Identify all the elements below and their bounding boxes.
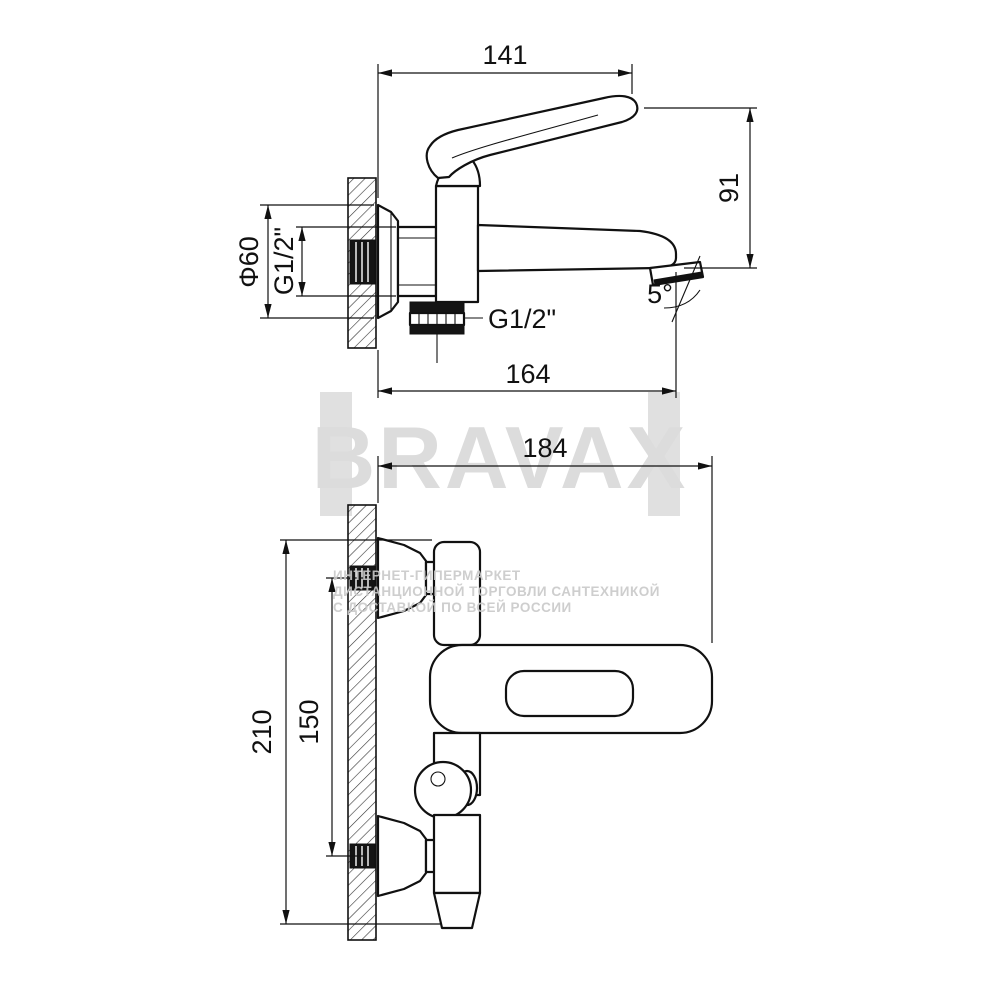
dim-g12-outlet-label: G1/2" <box>488 304 556 334</box>
flange-bottom <box>376 814 428 898</box>
dim-184-label: 184 <box>522 433 567 463</box>
side-view: 5° G1/2" 141 91 <box>234 40 757 398</box>
watermark-line-3: С ДОСТАВКОЙ ПО ВСЕЙ РОССИИ <box>333 600 572 615</box>
angle-reference-line <box>671 255 701 323</box>
dimension-150: 150 <box>294 577 366 857</box>
mounting-nut <box>396 225 438 298</box>
dimension-g12-wall: G1/2" <box>269 226 396 297</box>
watermark-line-2: ДИСТАНЦИОННОЙ ТОРГОВЛИ САНТЕХНИКОЙ <box>333 584 660 599</box>
faucet-body-side <box>434 184 480 304</box>
wall-thread-side <box>349 239 376 285</box>
faucet-handle <box>425 94 639 180</box>
dim-phi60-label: Φ60 <box>234 236 264 288</box>
dimension-164: 164 <box>377 272 677 398</box>
watermark-brand-text: BRAVAX <box>312 408 689 507</box>
watermark-left-bar <box>320 392 352 516</box>
handle-inset <box>504 669 635 718</box>
dim-91-label: 91 <box>714 173 744 203</box>
watermark-brand: BRAVAX <box>312 392 689 516</box>
body-low-front <box>432 813 482 895</box>
dimension-184: 184 <box>377 433 713 643</box>
dim-g12-wall-label: G1/2" <box>269 227 299 295</box>
spout-front-detail <box>430 771 446 787</box>
dim-164-label: 164 <box>505 359 550 389</box>
spout-front-circle <box>413 760 473 820</box>
dimension-phi60: Φ60 <box>234 204 374 319</box>
watermark-line-1: ИНТЕРНЕТ-ГИПЕРМАРКЕТ <box>333 568 521 583</box>
dim-141-label: 141 <box>482 40 527 70</box>
watermark-right-bar <box>648 392 680 516</box>
faucet-spout <box>476 223 678 273</box>
handle-detail-line <box>451 114 599 159</box>
spout-angle-annotation: 5° <box>647 255 701 323</box>
escutcheon-flange <box>376 203 400 320</box>
body-tail-front <box>432 891 482 930</box>
front-view: 184 210 150 <box>247 433 714 941</box>
dimension-91: 91 <box>644 107 757 269</box>
dimension-141: 141 <box>377 40 633 198</box>
shower-outlet-thread <box>408 301 466 363</box>
dimension-210: 210 <box>247 539 440 925</box>
dim-150-label: 150 <box>294 699 324 744</box>
russian-watermark-lines: ИНТЕРНЕТ-ГИПЕРМАРКЕТ ДИСТАНЦИОННОЙ ТОРГО… <box>333 568 660 615</box>
dim-5deg-label: 5° <box>647 279 673 309</box>
angle-arc <box>663 289 701 309</box>
dim-210-label: 210 <box>247 709 277 754</box>
